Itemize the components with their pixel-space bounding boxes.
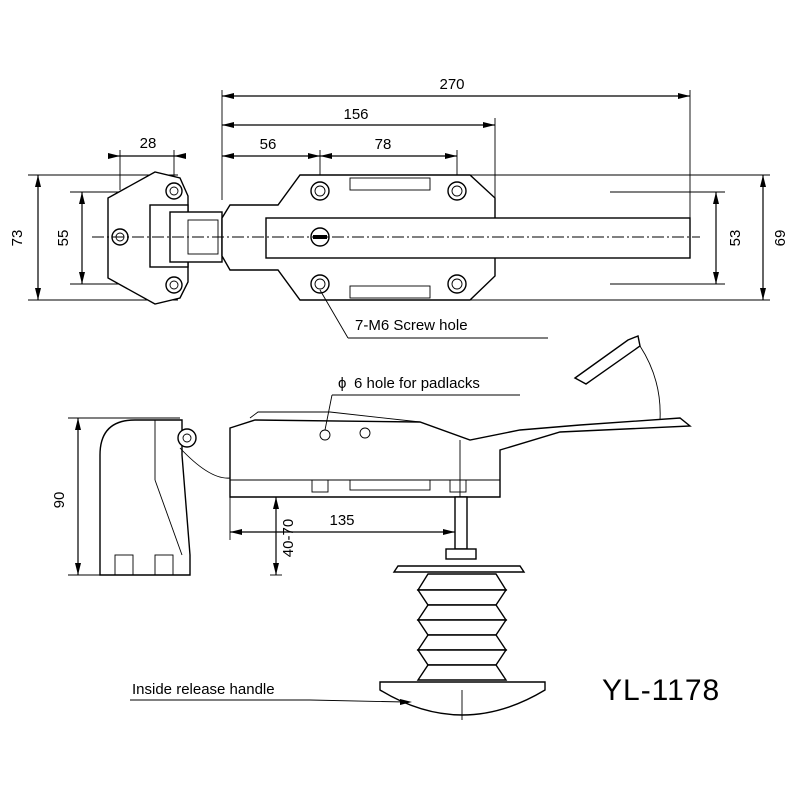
dim-overall-length: 270 — [439, 76, 464, 93]
bellows — [416, 573, 508, 681]
dim-latch-length: 156 — [343, 106, 368, 123]
dim-hole-offset: 56 — [260, 136, 277, 153]
model-number: YL-1178 — [602, 674, 720, 707]
dim-keeper-width: 28 — [140, 135, 157, 152]
side-view — [68, 335, 692, 720]
padlock-hole-label: 6 hole for padlacks — [354, 375, 480, 392]
dim-side-height: 90 — [51, 492, 68, 509]
top-view — [28, 90, 770, 339]
padlock-hole-symbol: ϕ — [338, 375, 346, 392]
dim-release-offset: 135 — [329, 512, 354, 529]
dim-latch-hole-spacing: 53 — [727, 230, 744, 247]
dim-door-gap: 40-70 — [280, 519, 297, 557]
dim-keeper-hole-spacing: 55 — [55, 230, 72, 247]
dim-hole-spacing: 78 — [375, 136, 392, 153]
release-handle-label: Inside release handle — [132, 681, 275, 698]
screw-hole-label: 7-M6 Screw hole — [355, 317, 468, 334]
dim-keeper-height: 73 — [9, 230, 26, 247]
dim-latch-height: 69 — [772, 230, 789, 247]
